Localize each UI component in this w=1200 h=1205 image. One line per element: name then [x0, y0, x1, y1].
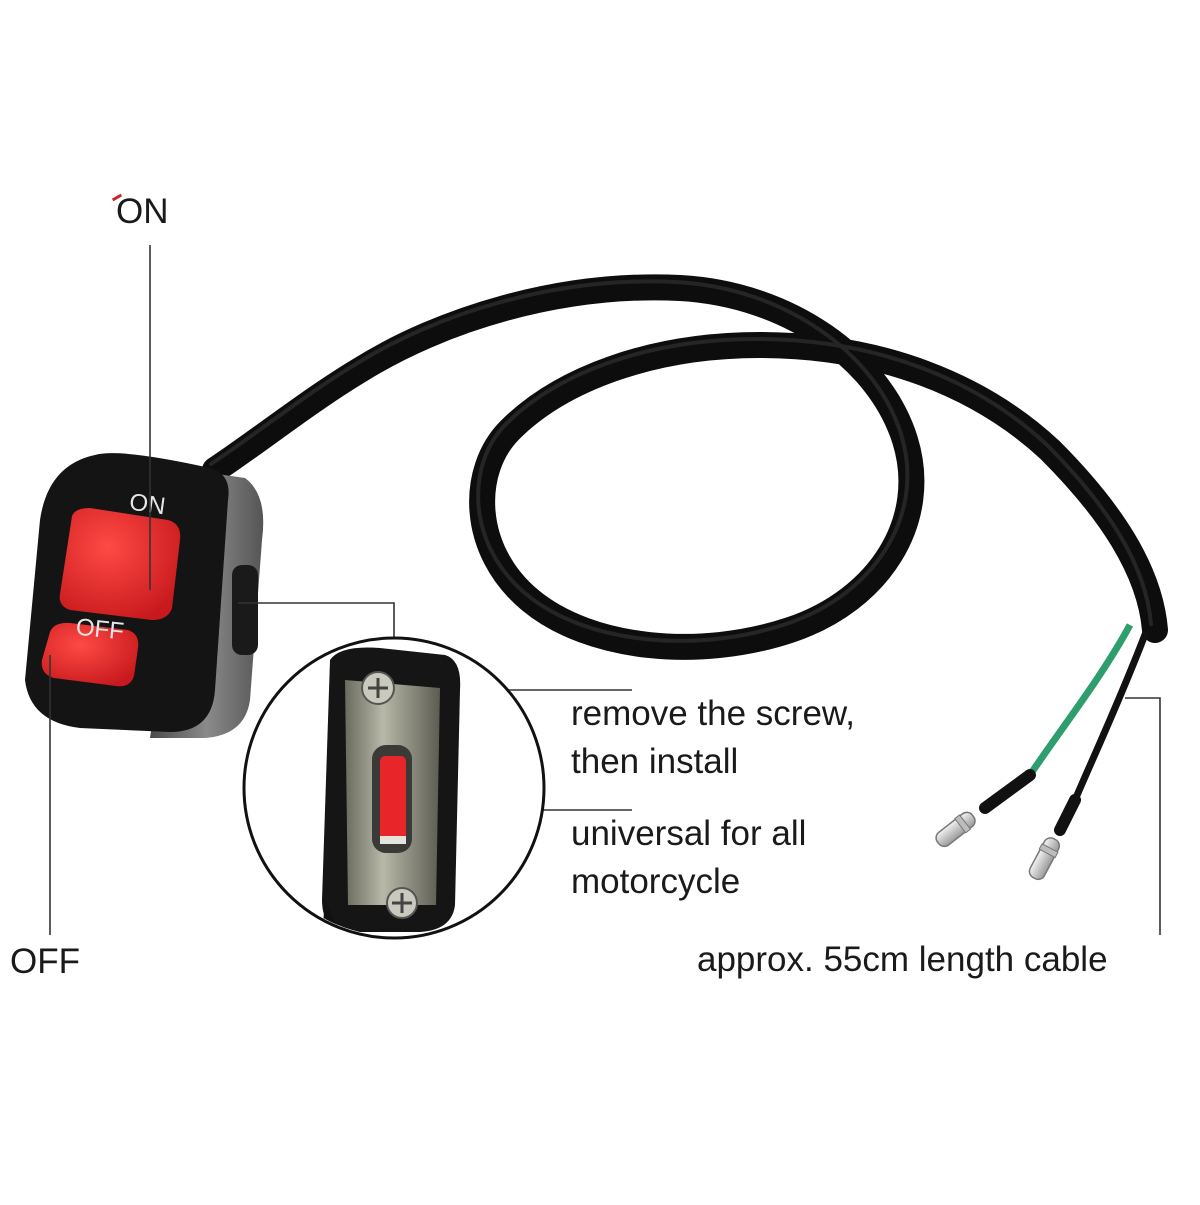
off-button[interactable] [41, 622, 139, 687]
universal-note: universal for all motorcycle [571, 810, 806, 906]
green-wire [1027, 623, 1134, 777]
screw-note-line2: then install [571, 742, 739, 781]
screw-note: remove the screw, then install [571, 690, 855, 786]
detail-inset [242, 636, 546, 940]
cable-leader-line [1125, 697, 1161, 935]
black-wire-sleeve [1054, 794, 1081, 836]
switch-off-text: OFF [75, 614, 126, 646]
inset-leader-line [238, 602, 395, 640]
bar-clamp-opening [232, 565, 258, 655]
on-button[interactable] [59, 508, 181, 620]
wire-leads [935, 623, 1150, 881]
on-callout-label: ON [116, 192, 169, 231]
callout-lines [49, 245, 1161, 935]
inset-tab-shine [380, 836, 406, 844]
cable-length-note: approx. 55cm length cable [697, 940, 1108, 979]
inset-red-tab [380, 756, 406, 842]
cable-loop [202, 274, 1168, 660]
off-callout-label: OFF [10, 942, 80, 981]
universal-note-line2: motorcycle [571, 862, 741, 901]
green-wire-sleeve [979, 769, 1036, 814]
universal-note-line1: universal for all [571, 814, 807, 853]
cable-sheath [202, 274, 1168, 660]
switch-housing: ON OFF [25, 453, 264, 738]
switch-on-text: ON [128, 489, 167, 521]
black-wire [1071, 630, 1150, 802]
screw-note-line1: remove the screw, [571, 694, 855, 733]
terminal-left [935, 811, 976, 848]
terminal-right [1028, 837, 1061, 881]
cable-highlight [209, 279, 1153, 643]
